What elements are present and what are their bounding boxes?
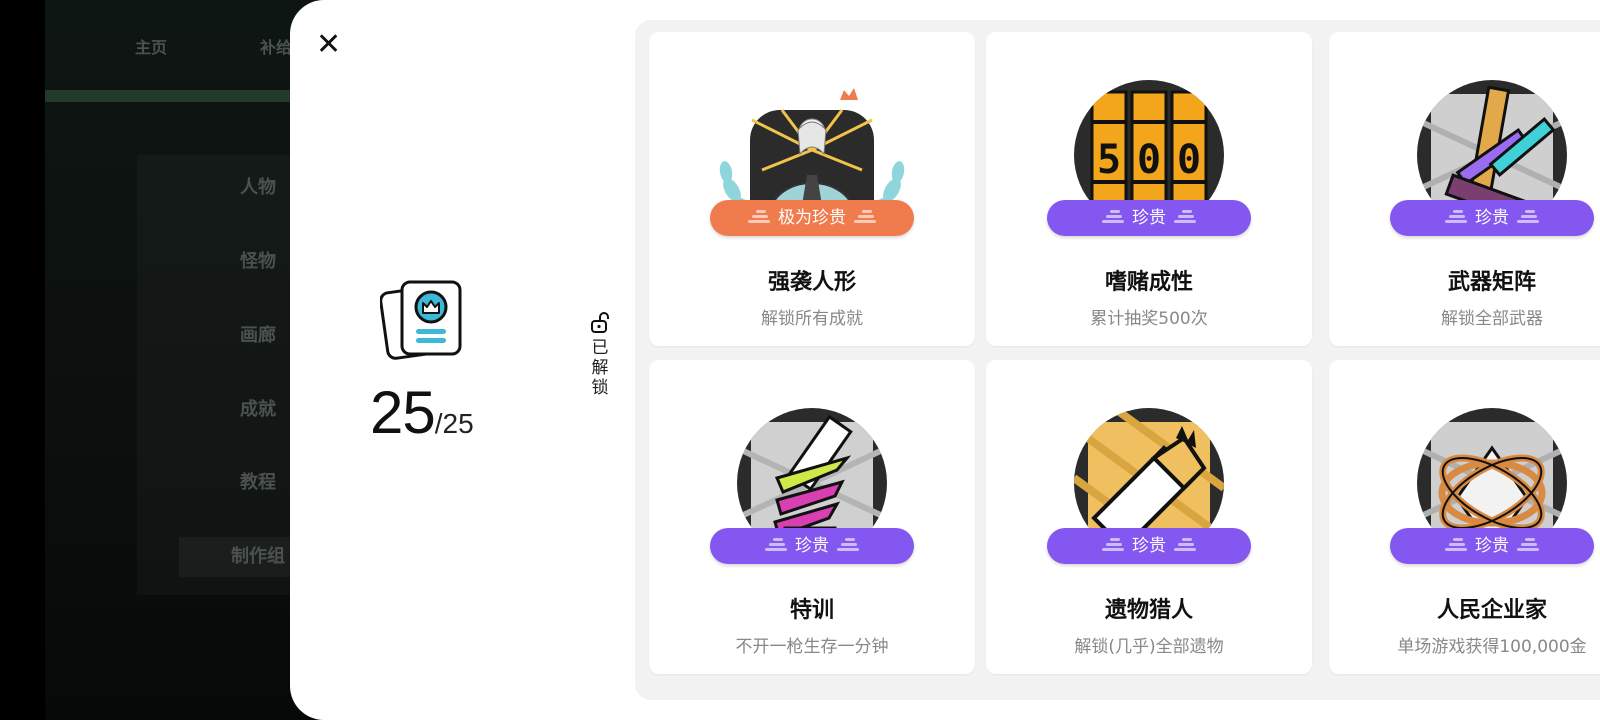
nav-supply[interactable]: 补给 bbox=[260, 38, 293, 57]
achievement-title: 人民企业家 bbox=[1436, 598, 1547, 623]
rarity-badge: 极为珍贵 bbox=[710, 200, 914, 236]
rarity-badge: 珍贵 bbox=[1390, 200, 1594, 236]
badge-stripes-left bbox=[1445, 208, 1467, 228]
unlocked-filter-label[interactable]: 已 解 锁 bbox=[590, 312, 610, 398]
menu-item-monsters[interactable]: 怪物 bbox=[240, 251, 276, 272]
badge-stripes-right bbox=[854, 208, 876, 228]
unlock-label-char-2: 解 bbox=[591, 358, 609, 378]
rarity-label: 珍贵 bbox=[795, 536, 829, 556]
badge-stripes-left bbox=[1445, 536, 1467, 556]
achievement-card[interactable]: 极为珍贵 强袭人形 解锁所有成就 bbox=[649, 32, 975, 346]
badge-stripes-left bbox=[1102, 208, 1124, 228]
badge-stripes-right bbox=[1174, 208, 1196, 228]
total-count: /25 bbox=[434, 408, 474, 439]
achievement-title: 武器矩阵 bbox=[1447, 270, 1536, 295]
achievements-modal: ✕ 25/25 已 解 锁 bbox=[290, 0, 1600, 720]
achievement-desc: 解锁(几乎)全部遗物 bbox=[1074, 637, 1224, 657]
achievement-card[interactable]: 珍贵 人民企业家 单场游戏获得100,000金 bbox=[1329, 360, 1600, 674]
achievement-grid: 极为珍贵 强袭人形 解锁所有成就 5 0 0 bbox=[635, 20, 1600, 700]
badge-stripes-left bbox=[748, 208, 770, 228]
badge-stripes-right bbox=[1517, 208, 1539, 228]
achievement-title: 强袭人形 bbox=[767, 270, 856, 295]
achievement-desc: 解锁所有成就 bbox=[761, 309, 863, 329]
rarity-badge: 珍贵 bbox=[1390, 528, 1594, 564]
menu-item-tutorial[interactable]: 教程 bbox=[240, 472, 276, 493]
achievement-card[interactable]: 珍贵 遗物猎人 解锁(几乎)全部遗物 bbox=[986, 360, 1312, 674]
achievement-desc: 单场游戏获得100,000金 bbox=[1397, 637, 1587, 657]
achievement-card[interactable]: 珍贵 特训 不开一枪生存一分钟 bbox=[649, 360, 975, 674]
rarity-badge: 珍贵 bbox=[710, 528, 914, 564]
menu-item-gallery[interactable]: 画廊 bbox=[240, 325, 276, 346]
top-nav: 主页 补给 bbox=[45, 34, 345, 58]
svg-text:0: 0 bbox=[1137, 137, 1161, 183]
achievement-card-icon bbox=[379, 280, 470, 360]
badge-stripes-right bbox=[1174, 536, 1196, 556]
achievement-card[interactable]: 珍贵 武器矩阵 解锁全部武器 bbox=[1329, 32, 1600, 346]
achievement-desc: 累计抽奖500次 bbox=[1090, 309, 1208, 329]
achievement-desc: 解锁全部武器 bbox=[1441, 309, 1543, 329]
rarity-badge: 珍贵 bbox=[1047, 528, 1251, 564]
badge-stripes-right bbox=[1517, 536, 1539, 556]
badge-stripes-left bbox=[1102, 536, 1124, 556]
achievement-title: 遗物猎人 bbox=[1104, 598, 1193, 623]
unlock-icon bbox=[590, 312, 610, 334]
unlock-count: 25/25 bbox=[370, 378, 540, 447]
badge-stripes-right bbox=[837, 536, 859, 556]
close-icon[interactable]: ✕ bbox=[316, 27, 342, 62]
rarity-label: 珍贵 bbox=[1132, 208, 1166, 228]
achievement-title: 嗜赌成性 bbox=[1104, 270, 1193, 295]
nav-home[interactable]: 主页 bbox=[135, 38, 168, 57]
menu-item-achievements[interactable]: 成就 bbox=[240, 399, 276, 420]
svg-text:5: 5 bbox=[1097, 137, 1121, 183]
unlock-label-char-3: 锁 bbox=[591, 378, 609, 398]
unlock-label-char-1: 已 bbox=[591, 338, 609, 358]
unlocked-count: 25 bbox=[370, 379, 436, 446]
menu-item-characters[interactable]: 人物 bbox=[240, 177, 276, 198]
rarity-label: 珍贵 bbox=[1475, 536, 1509, 556]
rarity-label: 极为珍贵 bbox=[778, 208, 846, 228]
badge-stripes-left bbox=[765, 536, 787, 556]
rarity-label: 珍贵 bbox=[1132, 536, 1166, 556]
header-divider bbox=[45, 90, 345, 102]
rarity-badge: 珍贵 bbox=[1047, 200, 1251, 236]
achievement-title: 特训 bbox=[789, 598, 834, 623]
achievement-desc: 不开一枪生存一分钟 bbox=[735, 637, 889, 657]
svg-text:0: 0 bbox=[1177, 137, 1201, 183]
rarity-label: 珍贵 bbox=[1475, 208, 1509, 228]
achievement-card[interactable]: 5 0 0 珍贵 嗜赌成性 累计抽奖500次 bbox=[986, 32, 1312, 346]
